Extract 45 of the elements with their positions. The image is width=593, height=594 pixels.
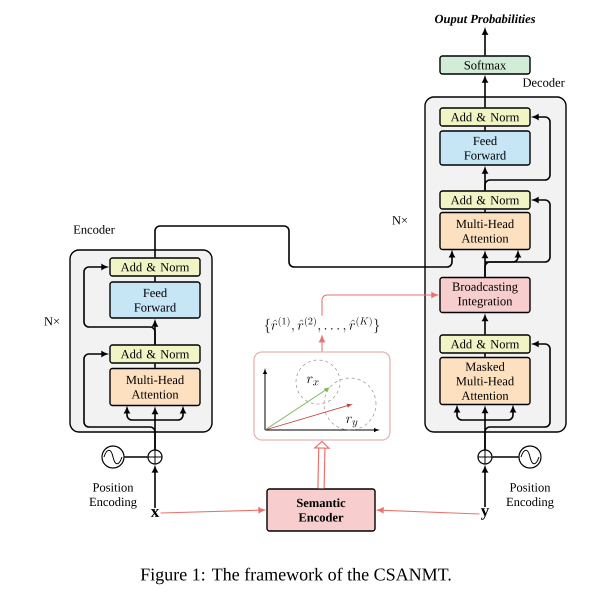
side-label: N× (392, 216, 408, 224)
arrow (484, 197, 551, 277)
process-box: Multi-Head Attention (439, 212, 531, 250)
arrow (484, 341, 551, 450)
arrow (377, 507, 480, 515)
stack-heading: Decoder (522, 78, 565, 87)
arrow (482, 76, 488, 108)
process-box: Feed Forward (109, 281, 201, 319)
vector-label: $r_x$ (306, 376, 319, 386)
process-box: Multi-Head Attention (109, 368, 201, 406)
encoder-box: Semantic Encoder (266, 488, 376, 532)
process-box: Add & Norm (439, 190, 531, 210)
process-box: Add & Norm (109, 257, 201, 277)
arrow (321, 292, 438, 316)
arrow (160, 507, 265, 514)
process-box: Add & Norm (109, 344, 201, 364)
side-label: Position Encoding (89, 483, 137, 509)
vector-label: $r_y$ (346, 416, 358, 428)
process-box: Feed Forward (439, 130, 531, 166)
stack-heading: Encoder (74, 225, 115, 234)
arrow (484, 114, 551, 190)
output-label: Ouput Probabilities (434, 14, 536, 26)
input-symbol: x (150, 509, 160, 517)
arrow (482, 28, 488, 56)
arrow (482, 315, 488, 334)
arrow (152, 466, 158, 508)
sum-circle (147, 449, 163, 465)
process-box: Broadcasting Integration (439, 276, 531, 314)
process-box: Add & Norm (439, 334, 531, 354)
arrow (83, 351, 156, 450)
arrow (482, 466, 488, 508)
sine-circle (101, 445, 125, 469)
arrow (154, 225, 455, 268)
process-box: Masked Multi-Head Attention (439, 356, 531, 406)
arrow (319, 336, 325, 352)
side-label: N× (44, 317, 60, 326)
sine-circle (518, 445, 542, 469)
side-label: Position Encoding (506, 483, 554, 509)
process-box: Softmax (439, 55, 531, 75)
figure-caption: Figure 1: The framework of the CSANMT. (140, 568, 451, 584)
arrow (83, 264, 156, 344)
process-box: Add & Norm (439, 107, 531, 127)
input-symbol: y (480, 508, 490, 520)
set-formula: $\{\hat{r}^{(1)},\hat{r}^{(2)},\dots,\hat{r}^{(K)}\}$ (264, 316, 380, 334)
sum-circle (477, 449, 493, 465)
